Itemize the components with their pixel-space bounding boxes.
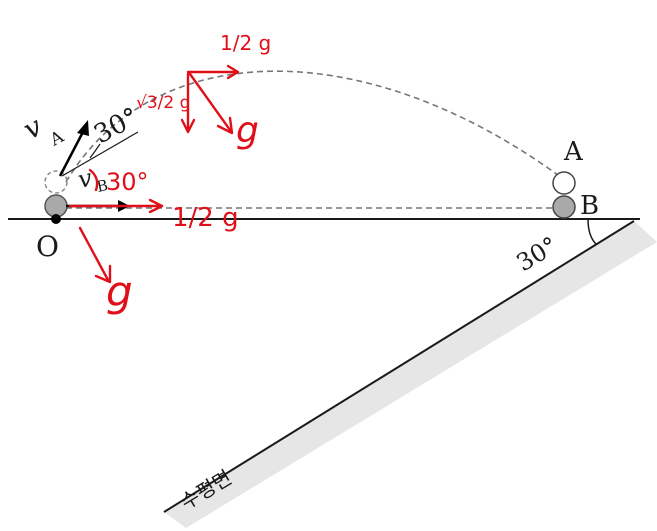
annotation-half-g-top: 1/2 g	[220, 31, 271, 55]
apex-vector-diagonal	[188, 72, 234, 135]
label-va-sub: A	[46, 127, 68, 151]
label-point-b: B	[580, 191, 599, 221]
apex-vector-horizontal	[186, 64, 240, 80]
ball-a-start	[44, 170, 68, 194]
annotation-origin-vector	[78, 226, 112, 284]
velocity-a-arrow	[58, 129, 86, 177]
label-vb-sub: B	[95, 176, 110, 196]
ball-b-end	[552, 195, 576, 219]
annotation-sqrt3-half-g: √3/2 g	[136, 93, 190, 113]
apex-vector-vertical	[180, 72, 196, 134]
annotation-g-apex: g	[236, 110, 259, 151]
annotation-horizontal-vector	[68, 198, 164, 214]
launch-angle-arc	[89, 143, 101, 159]
annotation-g-lower: g	[106, 267, 133, 316]
annotation-angle-arc	[88, 168, 99, 192]
label-point-a: A	[563, 137, 584, 167]
label-vb: v	[75, 164, 95, 194]
launch-angle-ray	[61, 131, 139, 177]
incline-surface	[163, 220, 635, 513]
origin-point	[51, 214, 61, 224]
velocity-a-arrowhead	[77, 120, 89, 136]
incline-angle-arc	[587, 218, 597, 245]
annotation-half-g-lower: 1/2 g	[172, 203, 239, 233]
incline-plane	[164, 221, 657, 528]
trajectory-a	[65, 70, 563, 183]
label-origin: O	[36, 230, 59, 263]
annotation-small-angle: 30°	[106, 168, 149, 196]
ball-a-end	[552, 171, 576, 195]
annotation-half-g-frac: 1/2 g	[220, 31, 271, 55]
ball-b-start	[44, 194, 68, 218]
label-va: v	[18, 110, 48, 147]
